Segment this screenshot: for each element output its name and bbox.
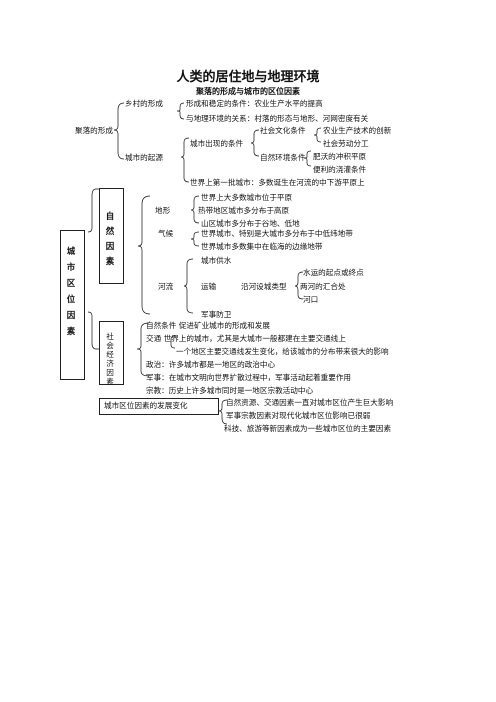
socio-line-2: 交通 世界上的城市，尤其是大城市一般都建在主要交通线上	[146, 334, 346, 343]
brace-social	[313, 127, 322, 143]
brace-location	[87, 188, 99, 233]
location-root-box	[60, 230, 85, 380]
terrain-item-3: 山区城市多分布于谷地、低地	[201, 219, 300, 228]
socio-line-6: 宗教：历史上许多城市同时是一地区宗教活动中心	[146, 386, 314, 395]
city-origin-label: 城市的起源	[125, 153, 163, 162]
river-type-2: 两河的汇合处	[300, 282, 346, 291]
brace-terrain	[190, 195, 200, 224]
social-item-2: 社会劳动分工	[323, 139, 369, 148]
village-formation-label: 乡村的形成	[125, 99, 163, 108]
natural-factor-label: 自然因素	[105, 212, 115, 267]
brace-climate	[190, 231, 200, 247]
terrain-label: 地形	[155, 206, 171, 215]
location-root-label: 城市区位因素	[66, 247, 76, 337]
climate-item-2: 世界城市多数集中在临海的边缘地带	[201, 242, 323, 251]
climate-item-1: 世界城市、特别是大城市多分布于中低纬地带	[201, 229, 353, 238]
river-defense: 军事防卫	[201, 310, 232, 319]
river-water-supply: 城市供水	[201, 256, 232, 265]
river-type-1: 水运的起点或终点	[303, 268, 364, 277]
socio-line-4: 政治：许多城市都是一地区的政治中心	[146, 360, 276, 369]
brace-city-origin	[180, 137, 190, 183]
brace-settlement	[113, 102, 125, 160]
natural-item-1: 肥沃的冲积平原	[313, 152, 367, 161]
socio-line-3: 一个地区主要交通线发生变化，给该城市的分布带来很大的影响	[176, 347, 389, 356]
brace-river	[183, 258, 194, 314]
river-label: 河流	[158, 282, 174, 291]
document-title: 人类的居住地与地理环境	[176, 70, 320, 85]
socio-line-5: 军事：在城市文明向世界扩散过程中，军事活动起着重要作用	[146, 373, 352, 382]
socio-factor-label: 社会经济因素	[106, 332, 114, 386]
village-item-1: 形成和稳定的条件：农业生产水平的提高	[186, 99, 323, 108]
natural-factor-box	[99, 188, 124, 284]
social-item-1: 农业生产技术的创新	[323, 126, 392, 135]
brace-natural-env	[303, 150, 312, 167]
first-cities-line: 世界上第一批城市：多数诞生在河流的中下游平原上	[190, 178, 365, 187]
change-label: 城市区位因素的发展变化	[104, 401, 188, 410]
river-transport: 运输	[201, 282, 217, 291]
change-box	[99, 398, 219, 415]
natural-condition-label: 自然环境条件	[260, 153, 306, 162]
terrain-item-2: 热带地区城市多分布于高原	[198, 206, 290, 215]
climate-label: 气候	[158, 229, 174, 238]
brace-transport	[170, 335, 176, 349]
river-type-3: 河口	[303, 295, 319, 304]
socio-factor-box	[99, 321, 124, 385]
village-item-2: 与地理环境的关系：村落的形态与地形、河网密度有关	[186, 114, 369, 123]
brace-emergence	[250, 129, 260, 157]
change-item-2: 军事宗教因素对现代化城市区位影响已很弱	[226, 411, 371, 420]
brace-village	[176, 102, 185, 120]
social-condition-label: 社会文化条件	[260, 126, 306, 135]
natural-item-2: 便利的浇灌条件	[313, 165, 367, 174]
river-city-type: 沿河设城类型	[241, 282, 287, 291]
brace-city-type	[294, 271, 304, 300]
emergence-label: 城市出现的条件	[190, 139, 244, 148]
brace-natural-factor	[137, 195, 151, 315]
socio-line-1: 自然条件 促进矿业城市的形成和发展	[146, 321, 270, 330]
document-subtitle: 聚落的形成与城市的区位因素	[196, 86, 300, 96]
terrain-item-1: 世界上大多数城市位于平原	[201, 193, 293, 202]
change-item-3: 科技、旅游等新因素成为一些城市区位的主要因素	[224, 424, 392, 433]
change-item-1: 自然资源、交通因素一直对城市区位产生巨大影响	[226, 398, 394, 407]
brace-change	[218, 399, 228, 425]
settlement-root-label: 聚落的形成	[75, 126, 113, 135]
brace-socio	[136, 322, 150, 377]
